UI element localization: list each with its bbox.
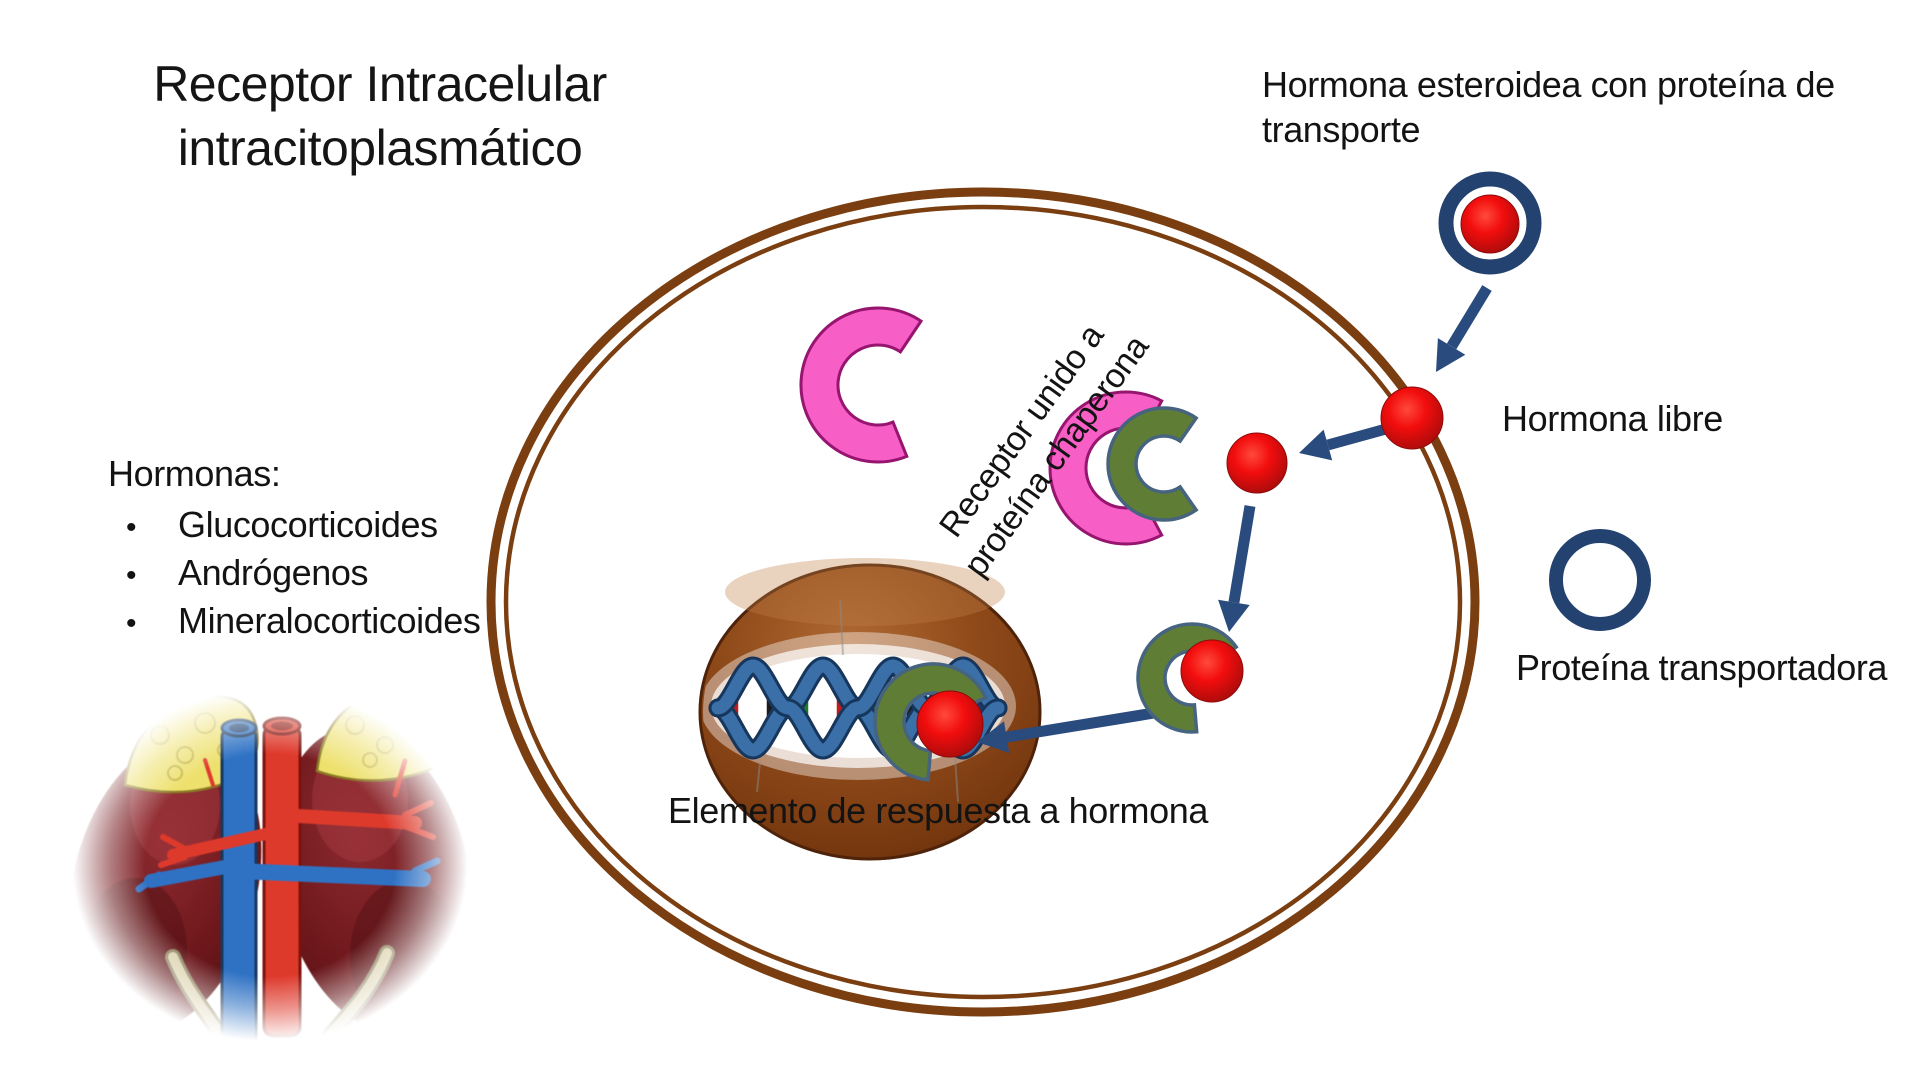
hormones-list-block: Hormonas: • Glucocorticoides • Andrógeno…	[108, 452, 528, 646]
hormones-list: • Glucocorticoides • Andrógenos • Minera…	[108, 502, 528, 646]
label-response-element: Elemento de respuesta a hormona	[668, 790, 1208, 831]
arrow-to-membrane	[1436, 285, 1492, 372]
list-item: • Glucocorticoides	[108, 502, 528, 550]
kidneys-illustration	[68, 686, 474, 1065]
hormone-ball-membrane	[1380, 386, 1444, 450]
title-line-1: Receptor Intracelular	[153, 56, 607, 112]
steroid-label-line-2: transporte	[1262, 109, 1421, 150]
hormone-item-label: Andrógenos	[178, 552, 369, 593]
vena-cava	[220, 718, 258, 1050]
hormone-item-label: Mineralocorticoides	[178, 600, 481, 641]
renal-veins	[135, 857, 441, 893]
hormone-receptor-complex	[1136, 622, 1244, 734]
cell-membrane	[486, 187, 1480, 1017]
transport-protein-ring	[1549, 529, 1651, 631]
receptor-crescent-bound	[1106, 406, 1199, 522]
bullet-icon: •	[126, 511, 137, 544]
chaperone-protein-crescent	[799, 306, 924, 464]
kidneys-adrenal-image	[55, 665, 485, 1065]
hormone-ball-cytoplasm	[1226, 432, 1288, 494]
steroid-hormone-with-carrier	[1438, 171, 1542, 275]
chaperone-crescent-bound	[1048, 390, 1164, 546]
nucleus-highlight	[725, 558, 1005, 626]
steroid-label-line-1: Hormona esteroidea con proteína de	[1262, 64, 1835, 105]
renal-arteries	[158, 758, 436, 868]
bullet-icon: •	[126, 607, 137, 640]
kidney-shadow-right	[350, 880, 460, 1030]
title-line-2: intracitoplasmático	[177, 120, 583, 176]
arrow-to-receptor	[1218, 505, 1256, 632]
list-item: • Andrógenos	[108, 550, 528, 598]
hormone-item-label: Glucocorticoides	[178, 504, 438, 545]
arrow-to-response-element	[977, 706, 1161, 753]
list-item: • Mineralocorticoides	[108, 598, 528, 646]
bullet-icon: •	[126, 559, 137, 592]
label-steroid-hormone: Hormona esteroidea con proteína de trans…	[1262, 62, 1835, 152]
hormone-ball-nucleus	[916, 690, 984, 758]
ureters	[165, 945, 395, 1065]
kidney-shadow-left	[83, 878, 187, 1022]
slide-title: Receptor Intracelular intracitoplasmátic…	[100, 52, 660, 180]
hormones-heading: Hormonas:	[108, 453, 281, 494]
hormone-ball-carried	[1460, 194, 1520, 254]
hormone-ball-complex	[1180, 639, 1244, 703]
chemical-annotation-marks	[756, 599, 959, 803]
receptor-chaperone-complex	[1048, 390, 1199, 546]
label-free-hormone: Hormona libre	[1502, 398, 1723, 439]
arrow-into-cytoplasm	[1299, 423, 1388, 461]
label-transport-protein: Proteína transportadora	[1516, 647, 1888, 688]
